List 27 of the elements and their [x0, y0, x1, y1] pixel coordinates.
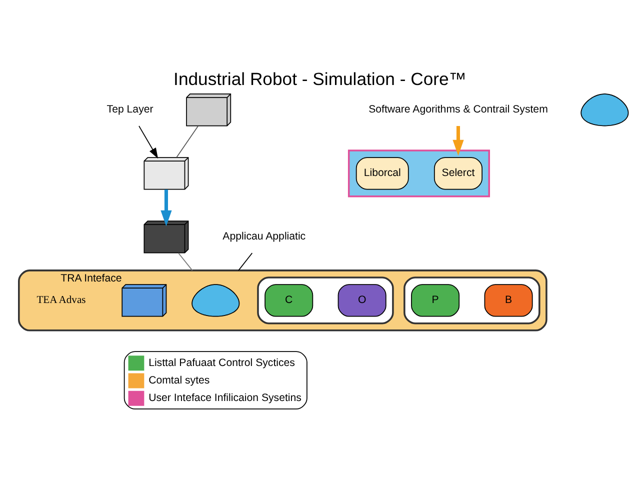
arrow — [452, 126, 464, 156]
node-box: Liborcal — [356, 157, 409, 190]
connector — [178, 252, 193, 271]
node-box: C — [264, 284, 314, 317]
diagram-title: Industrial Robot - Simulation - Core™ — [174, 69, 466, 90]
node-label: TRA Inteface — [60, 272, 122, 285]
arrow — [138, 126, 158, 159]
node-box: Selerct — [434, 157, 482, 190]
connector — [238, 252, 253, 271]
node-picture — [192, 284, 240, 317]
node-box: O — [338, 284, 386, 317]
cluster — [257, 276, 394, 324]
connector — [176, 126, 199, 158]
node-text: Software Agorithms & Contrail System — [368, 104, 548, 116]
node-box: B — [484, 284, 533, 317]
node-picture — [580, 94, 629, 126]
legend-label: Comtal sytes — [148, 374, 210, 386]
node-text: Applicau Appliatic — [222, 230, 306, 243]
legend-label: User Inteface Infilicaion Sysetins — [148, 392, 302, 404]
node-box: P — [411, 284, 460, 317]
node-text: Tep Layer — [106, 104, 154, 116]
label: TEA Advas — [36, 295, 86, 306]
cluster — [18, 270, 548, 332]
cluster — [348, 150, 490, 198]
legend-label: Listtal Pafuaat Control Syctices — [148, 356, 295, 369]
cluster — [404, 276, 540, 324]
arrow — [160, 190, 172, 226]
